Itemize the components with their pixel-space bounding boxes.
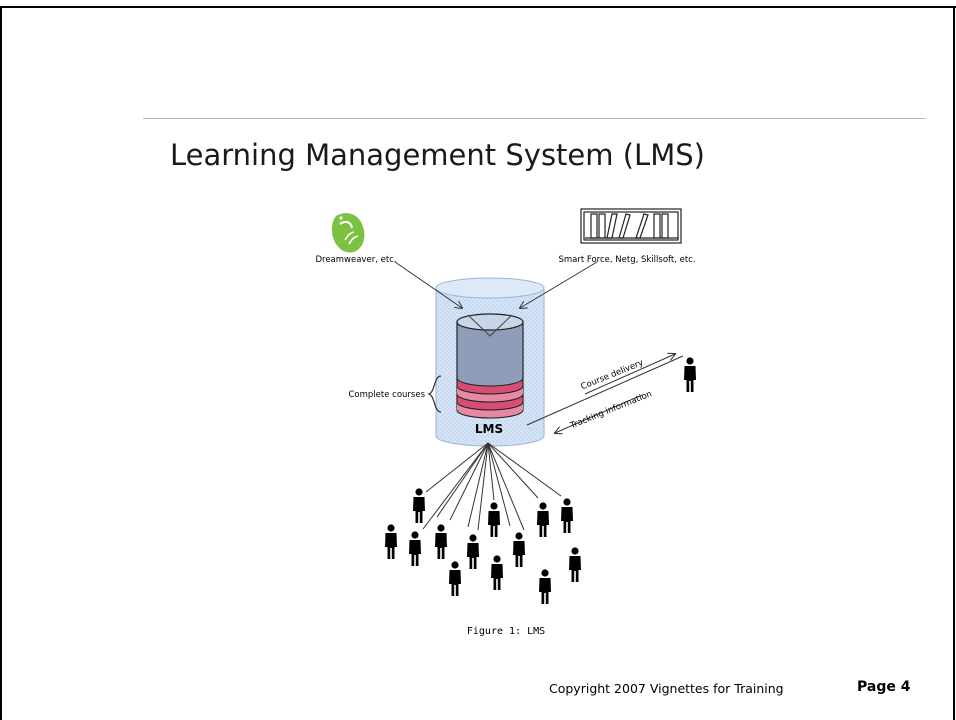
tracking-label: Tracking information [568,389,653,431]
slide-frame-left [0,6,2,720]
lms-remote-link-line [526,355,684,426]
copyright-text: Copyright 2007 Vignettes for Training [549,681,784,696]
lms-label: LMS [475,422,503,436]
slide-title: Learning Management System (LMS) [170,138,705,172]
learners [385,488,581,604]
input-funnel-lines [467,314,513,337]
figure-caption: Figure 1: LMS [467,626,545,637]
remote-learner-icon [684,357,696,392]
course-delivery-arrow [584,354,675,395]
courses-brace [427,375,442,413]
database-cylinder-icon [456,313,524,419]
dreamweaver-logo-icon [331,213,365,253]
title-rule [143,118,926,119]
slide-frame-right [953,6,955,720]
authoring-arrow [394,261,462,308]
content-vendor-label: Smart Force, Netg, Skillsoft, etc. [558,255,695,265]
authoring-tool-label: Dreamweaver, etc. [315,255,396,265]
tracking-arrow [555,394,643,433]
bookshelf-icon [580,208,682,244]
vendor-arrow [520,261,598,308]
page-number: Page 4 [857,679,911,695]
courses-label: Complete courses [348,390,425,400]
slide-frame-top [0,6,956,8]
learner-links [422,442,562,531]
